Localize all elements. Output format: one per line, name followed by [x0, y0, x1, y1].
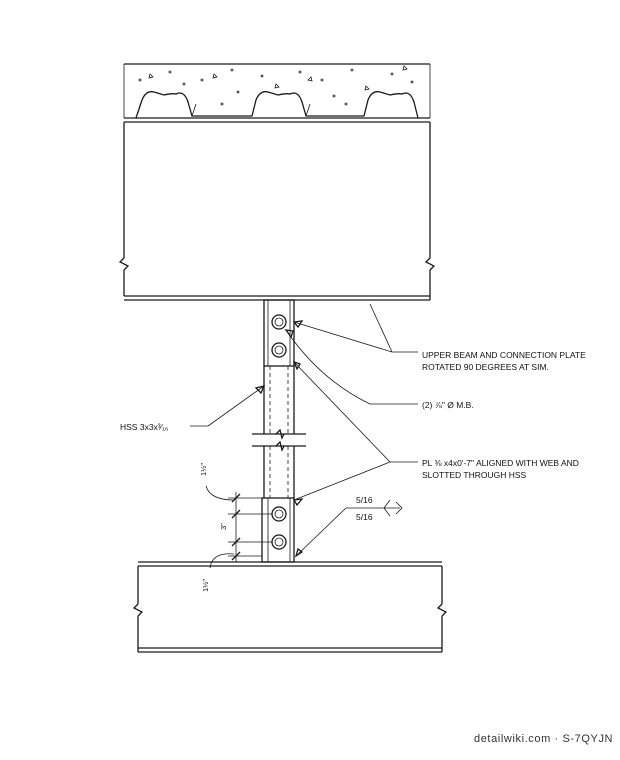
note-plate-line1: PL ⅜ x4x0'-7" ALIGNED WITH WEB AND [422, 458, 579, 468]
note-hss: HSS 3x3x³⁄₁₆ [120, 422, 168, 432]
bolt-icon [271, 342, 287, 358]
watermark: detailwiki.com · S-7QYJN [474, 733, 613, 745]
bolt-icon [271, 314, 287, 330]
lower-beam [132, 561, 448, 653]
note-upper-beam-line2: ROTATED 90 DEGREES AT SIM. [422, 362, 549, 372]
concrete-slab-on-deck [123, 63, 431, 123]
weld-size-other-side: 5/16 [356, 512, 373, 522]
bolt-dimension-string [205, 485, 272, 569]
note-bolts: (2) ⅞" Ø M.B. [422, 400, 474, 410]
bolt-icon [271, 534, 287, 550]
bolt-icon [271, 506, 287, 522]
concrete-aggregate [138, 65, 414, 106]
dim-edge-bottom: 1½" [201, 579, 210, 592]
hss-column [252, 366, 306, 498]
callout-leaders [190, 303, 418, 507]
note-plate-line2: SLOTTED THROUGH HSS [422, 470, 527, 480]
note-upper-beam-line1: UPPER BEAM AND CONNECTION PLATE [422, 350, 586, 360]
lower-connection-plate [261, 497, 295, 563]
dim-edge-top: 1½" [199, 463, 208, 476]
dim-bolt-spacing: 3" [219, 523, 228, 530]
upper-connection-plate [263, 299, 295, 367]
upper-beam [118, 122, 436, 301]
weld-symbol [294, 499, 403, 558]
weld-size-arrow-side: 5/16 [356, 495, 373, 505]
